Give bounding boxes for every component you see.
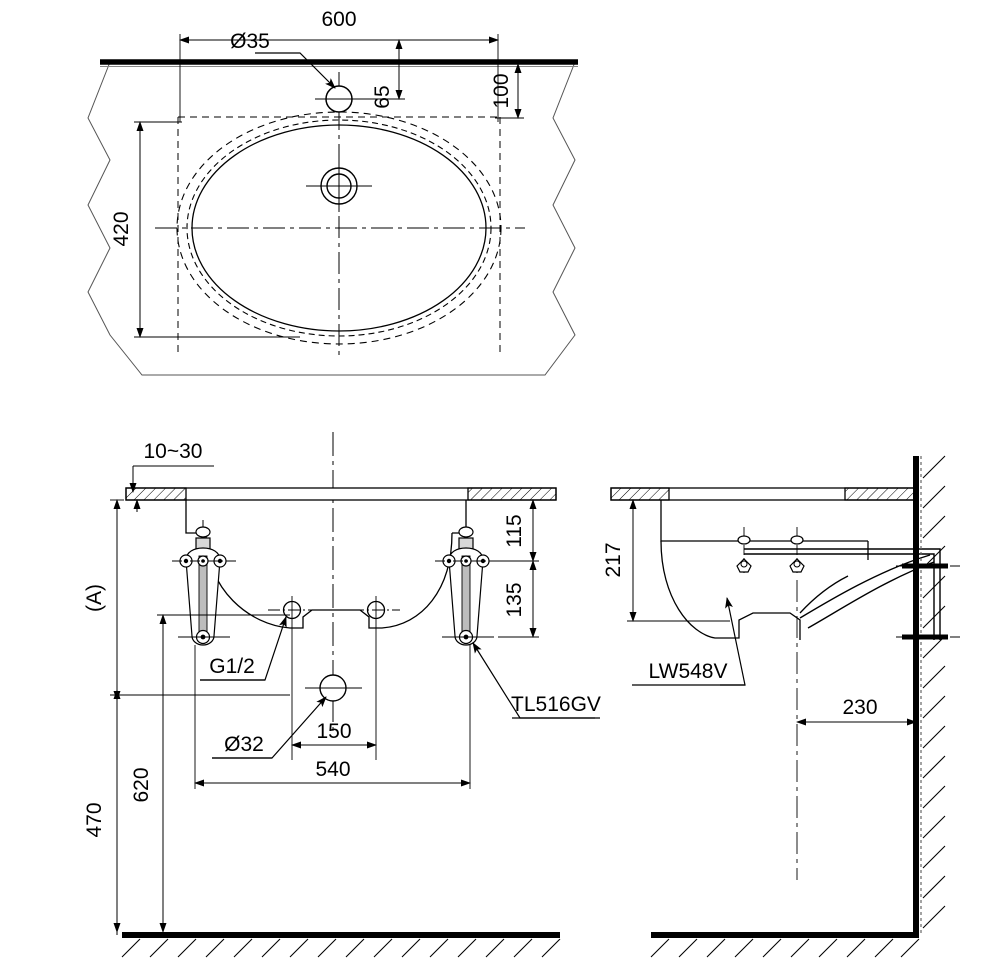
top-view: 600 Ø35 65 100 420 — [87, 8, 578, 376]
dim-label-tap-hole-dia: Ø35 — [230, 30, 270, 53]
dimension-540: 540 — [194, 645, 471, 789]
counter-outline-top — [87, 61, 576, 376]
dimension-135: 135 — [498, 560, 539, 638]
dimension-230: 230 — [796, 696, 917, 726]
dimension-470: 470 — [83, 694, 290, 933]
leader-drain-dia: Ø32 — [212, 696, 327, 759]
dimension-top-offset-65: 65 — [360, 39, 405, 109]
dimension-620: 620 — [130, 614, 290, 933]
countertop-front — [125, 487, 557, 501]
dimension-top-width-600: 600 — [179, 8, 499, 122]
dim-label-217: 217 — [602, 542, 625, 577]
supply-fitting-left — [172, 520, 236, 646]
dimension-115: 115 — [498, 499, 539, 562]
dim-label-470: 470 — [83, 802, 106, 837]
basin-body-front — [185, 500, 467, 629]
dim-label-65: 65 — [371, 85, 394, 108]
dimension-counter-thickness: 10~30 — [129, 440, 214, 512]
tap-hole-top — [315, 85, 363, 113]
dimension-top-depth-420: 420 — [110, 121, 300, 338]
basin-body-side — [660, 500, 869, 640]
dim-label-100: 100 — [490, 73, 513, 108]
dimension-top-edge-100: 100 — [490, 63, 524, 119]
drain-hole-front — [305, 674, 362, 702]
leader-g12: G1/2 — [200, 616, 287, 681]
dim-label-A: (A) — [83, 584, 106, 612]
dimension-overall-A: (A) — [83, 499, 124, 935]
supply-fitting-right — [435, 520, 500, 646]
drain-outlet-side — [744, 548, 941, 640]
label-lw548v: LW548V — [649, 660, 728, 683]
dim-label-drain-dia: Ø32 — [224, 733, 264, 756]
dimension-150: 150 — [291, 720, 377, 749]
leader-tl516gv: TL516GV — [472, 642, 601, 719]
dim-label-150: 150 — [316, 720, 351, 743]
wall-connections-side — [896, 563, 960, 640]
label-tl516gv: TL516GV — [511, 693, 601, 716]
dim-label-230: 230 — [842, 696, 877, 719]
dim-label-620: 620 — [130, 767, 153, 802]
wall-side — [913, 455, 946, 935]
dim-label-115: 115 — [503, 514, 526, 547]
label-g12: G1/2 — [209, 655, 255, 678]
dim-label-600: 600 — [321, 8, 356, 31]
drain-hole-top — [306, 160, 372, 212]
counter-top-edge — [100, 59, 578, 67]
dimension-217: 217 — [602, 499, 730, 622]
dim-label-135: 135 — [503, 582, 526, 617]
leader-lw548v: LW548V — [632, 597, 746, 686]
supply-holes-front — [268, 596, 400, 760]
dim-label-540: 540 — [315, 758, 350, 781]
countertop-side — [610, 487, 917, 501]
floor-side — [650, 932, 920, 958]
dim-label-10-30: 10~30 — [144, 440, 203, 463]
side-section-view: 217 230 LW548V — [602, 455, 960, 958]
dim-label-420: 420 — [110, 211, 133, 246]
floor-front — [121, 932, 561, 958]
valves-side — [736, 527, 805, 575]
front-elevation-view: 10~30 (A) 470 620 115 — [83, 432, 601, 958]
leader-tap-hole-dia: Ø35 — [230, 30, 336, 89]
